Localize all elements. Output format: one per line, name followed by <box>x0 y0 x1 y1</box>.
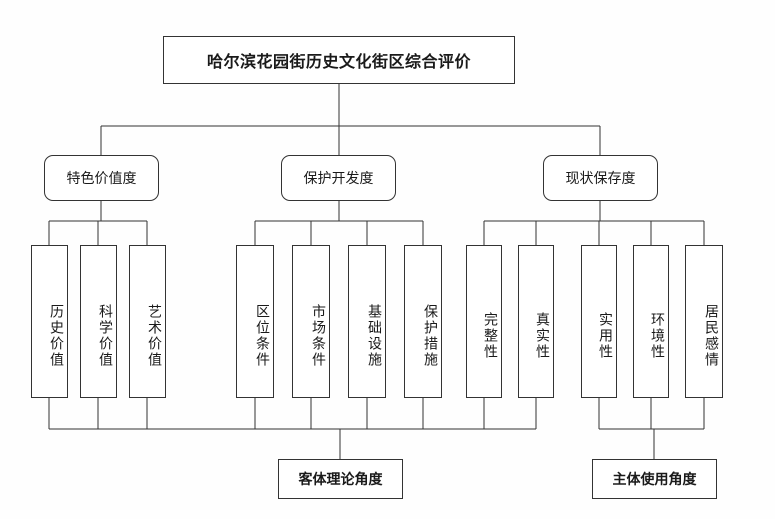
leaf-node-label: 完整性 <box>483 311 499 360</box>
leaf-node-label: 科学价值 <box>98 303 114 368</box>
leaf-node-label: 历史价值 <box>49 303 65 368</box>
branch-node-protection-development[interactable]: 保护开发度 <box>281 155 396 201</box>
footer-node-objective-perspective[interactable]: 客体理论角度 <box>278 459 403 499</box>
branch-node-current-preservation[interactable]: 现状保存度 <box>543 155 658 201</box>
branch-node-label: 保护开发度 <box>303 170 374 186</box>
leaf-node-environmental-quality[interactable]: 环境性 <box>633 245 669 398</box>
root-node-label: 哈尔滨花园街历史文化街区综合评价 <box>206 54 471 71</box>
leaf-node-label: 市场条件 <box>311 303 327 368</box>
leaf-node-protection-measures[interactable]: 保护措施 <box>404 245 442 398</box>
leaf-node-label: 基础设施 <box>367 303 383 368</box>
leaf-node-historical-value[interactable]: 历史价值 <box>31 245 68 398</box>
leaf-node-scientific-value[interactable]: 科学价值 <box>80 245 117 398</box>
branch-node-label: 现状保存度 <box>565 170 636 186</box>
leaf-node-label: 真实性 <box>535 311 551 360</box>
leaf-node-label: 艺术价值 <box>147 303 163 368</box>
footer-node-subjective-perspective[interactable]: 主体使用角度 <box>592 459 717 499</box>
leaf-node-label: 居民感情 <box>704 303 720 368</box>
leaf-node-practicality[interactable]: 实用性 <box>581 245 617 398</box>
leaf-node-authenticity[interactable]: 真实性 <box>518 245 554 398</box>
leaf-node-label: 环境性 <box>650 311 666 360</box>
leaf-node-artistic-value[interactable]: 艺术价值 <box>129 245 166 398</box>
root-node-overall-evaluation[interactable]: 哈尔滨花园街历史文化街区综合评价 <box>163 36 515 84</box>
leaf-node-infrastructure[interactable]: 基础设施 <box>348 245 386 398</box>
footer-node-label: 客体理论角度 <box>298 471 383 487</box>
leaf-node-integrity[interactable]: 完整性 <box>466 245 502 398</box>
leaf-node-resident-sentiment[interactable]: 居民感情 <box>685 245 723 398</box>
footer-node-label: 主体使用角度 <box>612 471 697 487</box>
branch-node-characteristic-value[interactable]: 特色价值度 <box>44 155 159 201</box>
leaf-node-label: 区位条件 <box>255 303 271 368</box>
leaf-node-market-conditions[interactable]: 市场条件 <box>292 245 330 398</box>
branch-node-label: 特色价值度 <box>66 170 137 186</box>
leaf-node-label: 实用性 <box>598 311 614 360</box>
leaf-node-label: 保护措施 <box>423 303 439 368</box>
leaf-node-location-conditions[interactable]: 区位条件 <box>236 245 274 398</box>
